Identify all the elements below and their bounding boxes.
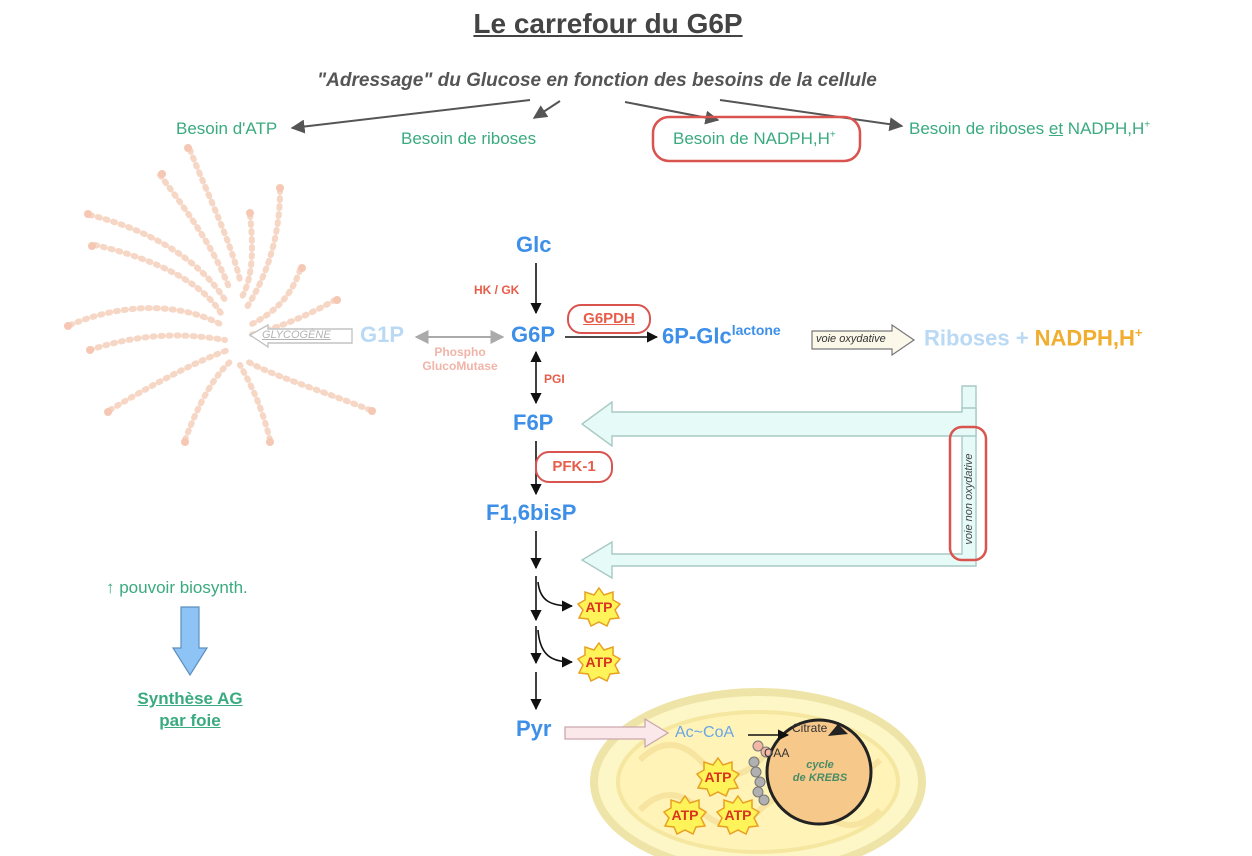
metabolite-riboses-nadph: Riboses + NADPH,H+ — [924, 325, 1142, 351]
voie-non-oxydative-path — [580, 385, 977, 580]
krebs-line2: de KREBS — [792, 772, 848, 784]
metabolite-lactone-sup: lactone — [731, 322, 781, 338]
glycolysis-arrows — [530, 263, 790, 741]
atp-badge-icon: ATP — [577, 642, 621, 682]
atp-badge-icon: ATP — [577, 587, 621, 627]
enzyme-pfk1: PFK-1 — [535, 451, 613, 483]
krebs-cycle-circle — [765, 718, 873, 826]
atp-text: ATP — [725, 807, 752, 823]
glycogen-ends-icon — [64, 144, 376, 446]
need-atp: Besoin d'ATP — [176, 119, 278, 138]
biosynth-label: ↑ pouvoir biosynth. — [106, 578, 248, 597]
synthese-line2: par foie — [159, 711, 221, 730]
voie-non-oxydative-label: voie non oxydative — [963, 453, 975, 545]
nadph-need-highlight — [651, 115, 862, 163]
metabolite-g1p: G1P — [360, 322, 405, 347]
address-arrows — [290, 99, 904, 134]
glycogen-decoration-icon — [67, 147, 373, 443]
voie-oxydative-label: voie oxydative — [816, 333, 886, 345]
atp-text: ATP — [705, 769, 732, 785]
need-both-et: et — [1048, 119, 1064, 138]
citrate-label: Citrate — [792, 721, 828, 735]
synthese-ag-label: Synthèse AG par foie — [110, 688, 270, 732]
atp-text: ATP — [586, 654, 613, 670]
metabolite-f16bp: F1,6bisP — [486, 500, 577, 525]
non-oxydative-highlight — [948, 425, 988, 562]
metabolite-riboses: Riboses + — [924, 325, 1035, 351]
metabolite-nadph-sup: + — [1134, 325, 1143, 340]
need-nadph-text: Besoin de NADPH,H — [673, 129, 830, 148]
glycogene-label: GLYCOGÈNE — [262, 329, 331, 341]
krebs-line1: cycle — [806, 759, 834, 771]
need-nadph-sup: + — [829, 129, 836, 141]
metabolite-6p-glc: 6P-Glclactone — [662, 322, 781, 349]
page-subtitle: "Adressage" du Glucose en fonction des b… — [317, 70, 877, 91]
enzyme-g6pdh-text: G6PDH — [583, 310, 635, 327]
enzyme-pgm-line1: Phospho — [434, 345, 486, 359]
accoa-label: Ac~CoA — [675, 724, 735, 741]
atp-badge-icon: ATP — [663, 795, 707, 835]
need-both-post: NADPH,H — [1063, 119, 1145, 138]
metabolite-6p-glc-text: 6P-Glc — [662, 323, 732, 349]
biosynth-down-arrow — [171, 606, 209, 677]
krebs-arrowhead-icon — [828, 724, 848, 736]
need-both-pre: Besoin de riboses — [909, 119, 1049, 138]
need-riboses: Besoin de riboses — [401, 129, 537, 148]
need-both-sup: + — [1144, 119, 1151, 131]
enzyme-g6pdh: G6PDH — [567, 304, 651, 334]
page-title: Le carrefour du G6P — [473, 8, 743, 39]
voie-oxydative-arrow — [811, 323, 916, 357]
need-riboses-nadph: Besoin de riboses et NADPH,H+ — [909, 119, 1150, 139]
glycogene-arrow — [248, 323, 353, 349]
atp-text: ATP — [586, 599, 613, 615]
synthese-line1: Synthèse AG — [137, 689, 243, 708]
atp-badge-icon: ATP — [716, 795, 760, 835]
oaa-label: OAA — [764, 746, 790, 760]
metabolite-nadph: NADPH,H — [1034, 325, 1135, 351]
oaa-chain-icon — [748, 740, 772, 806]
metabolite-glc: Glc — [516, 232, 552, 257]
enzyme-hk-gk: HK / GK — [474, 283, 520, 297]
metabolite-f6p: F6P — [513, 410, 554, 435]
metabolite-g6p: G6P — [511, 322, 556, 347]
atp-text: ATP — [672, 807, 699, 823]
metabolite-pyr: Pyr — [516, 716, 552, 741]
atp-badge-icon: ATP — [696, 757, 740, 797]
pyr-to-mito-arrow — [564, 717, 670, 749]
need-nadph: Besoin de NADPH,H+ — [673, 129, 836, 149]
enzyme-pgm-line2: GlucoMutase — [422, 359, 498, 373]
enzyme-pgi: PGI — [544, 372, 565, 386]
